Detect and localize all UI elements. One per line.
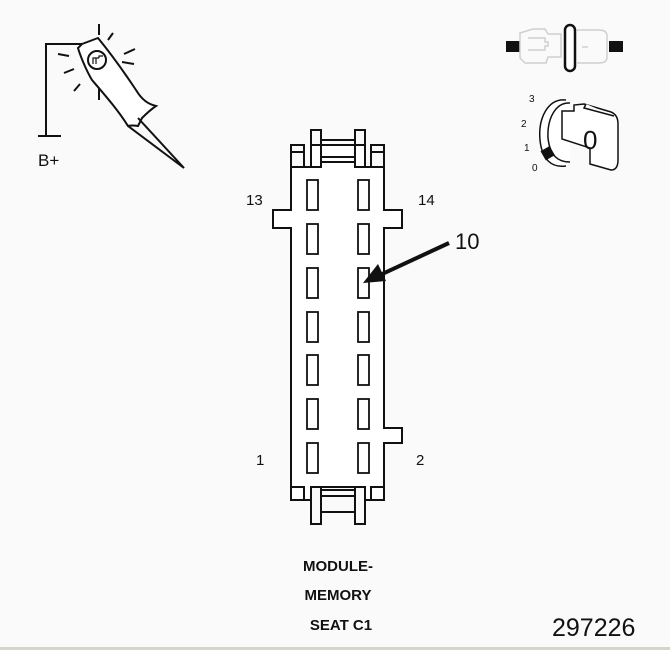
figure-number: 297226 [552,614,636,642]
terminal-cavities [306,179,370,474]
terminal-5 [306,354,319,386]
bottom-border [0,647,670,650]
terminal-9 [306,267,319,299]
key-position-text: 0 [583,125,597,155]
callout-label: 10 [455,229,480,254]
title-line-1: MODULE- [303,558,373,575]
key-position-3: 3 [529,94,535,105]
callout-arrow-icon [363,241,450,283]
key-position-2: 2 [521,119,527,130]
terminal-2 [357,442,370,474]
terminal-7 [306,311,319,343]
key-position-1: 1 [524,143,530,154]
connector-body [272,129,403,525]
lamp-symbol-icon [92,55,103,64]
disconnect-connector-icon [506,23,623,73]
terminal-14 [357,179,370,211]
test-lamp-icon [38,24,185,169]
b-plus-label: B+ [38,151,60,170]
terminal-11 [306,223,319,255]
pin-label-2: 2 [416,452,425,469]
terminal-10 [357,267,370,299]
ignition-key-icon [539,99,619,171]
terminal-8 [357,311,370,343]
pin-label-14: 14 [418,192,435,209]
pin-label-13: 13 [246,192,263,209]
terminal-1 [306,442,319,474]
terminal-4 [357,398,370,430]
key-position-0: 0 [532,163,538,174]
terminal-12 [357,223,370,255]
terminal-6 [357,354,370,386]
title-line-2: MEMORY [304,587,372,604]
terminal-3 [306,398,319,430]
pin-label-1: 1 [256,452,265,469]
title-line-3: SEAT C1 [309,617,373,634]
terminal-13 [306,179,319,211]
